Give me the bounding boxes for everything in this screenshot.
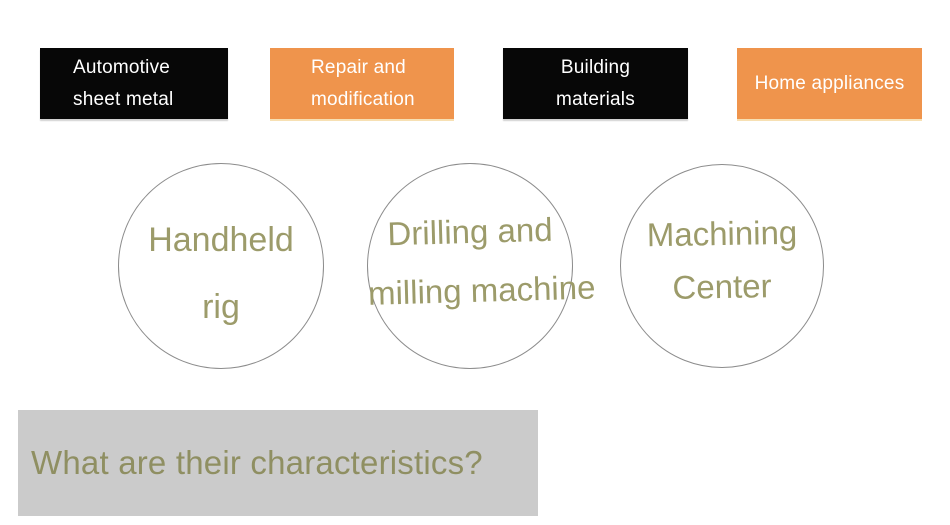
box-label-line: Repair and xyxy=(311,56,406,78)
box-building-materials: Building materials xyxy=(503,48,688,119)
box-label-line: Building xyxy=(560,56,631,78)
circle-label-line: rig xyxy=(202,288,240,326)
box-label-line: sheet metal xyxy=(73,88,174,110)
box-label-line: Automotive xyxy=(73,56,171,78)
circle-label-line: Center xyxy=(672,267,772,306)
question-box: What are their characteristics? xyxy=(18,410,538,516)
box-label-line: materials xyxy=(556,88,635,110)
circle-label-line: Handheld xyxy=(148,221,294,259)
circle-label-line: Drilling and xyxy=(386,210,554,253)
box-label-line: modification xyxy=(311,88,415,110)
circle-drilling-milling-machine: Drilling and milling machine xyxy=(367,163,596,369)
box-automotive-sheet-metal: Automotive sheet metal xyxy=(40,48,228,119)
circle-handheld-rig: Handheld rig xyxy=(118,163,324,369)
box-home-appliances: Home appliances xyxy=(737,48,922,119)
circle-label-line: Machining xyxy=(646,213,798,254)
circle-label-line: milling machine xyxy=(367,268,596,312)
box-label-line: Home appliances xyxy=(754,72,905,94)
question-text: What are their characteristics? xyxy=(31,444,483,481)
box-repair-and-modification: Repair and modification xyxy=(270,48,454,119)
circle-machining-center: Machining Center xyxy=(620,164,824,368)
